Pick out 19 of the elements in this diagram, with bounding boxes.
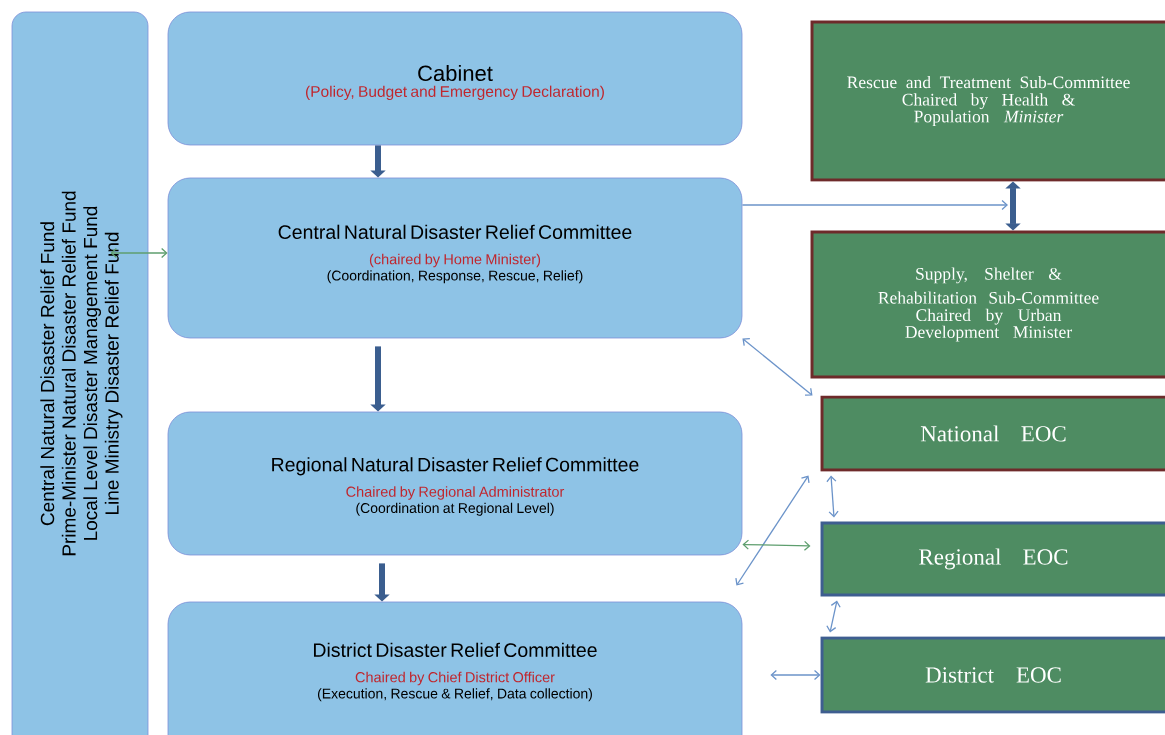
subcommittee-box: Rescue and Treatment Sub-Committee Chaired by Health & Population Minister xyxy=(810,20,1165,182)
committee-box: Central Natural Disaster Relief Committee (chaired by Home Minister) (Coordination, Response, Rescue, Relief) xyxy=(167,177,743,339)
arrow xyxy=(742,539,811,551)
committee-box: Regional Natural Disaster Relief Committee Chaired by Regional Administrator (Coordination at Regional Level) xyxy=(167,411,743,556)
arrow xyxy=(826,600,841,633)
fund-band: Central Natural Disaster Relief Fund Prime-Minister Natural Disaster Relief Fund Local Level Disaster Management Fund Line Ministry Disaster Relief Fund xyxy=(11,11,149,735)
arrow xyxy=(741,199,1008,211)
eoc-box: National EOC xyxy=(820,395,1165,472)
arrow xyxy=(1005,181,1021,231)
arrow xyxy=(826,475,839,518)
arrow xyxy=(735,475,810,586)
committee-box: Cabinet (Policy, Budget and Emergency Declaration) xyxy=(167,11,743,146)
eoc-box: District EOC xyxy=(820,636,1165,714)
eoc-box: Regional EOC xyxy=(820,521,1165,597)
arrow xyxy=(770,669,821,681)
committee-box: District Disaster Relief Committee Chaired by Chief District Officer (Execution, Rescue & Relief, Data collection) xyxy=(167,601,743,735)
subcommittee-box: Supply, Shelter & Rehabilitation Sub-Committee Chaired by Urban Development Minister xyxy=(810,230,1165,379)
arrow xyxy=(110,247,168,259)
arrow xyxy=(742,338,813,396)
